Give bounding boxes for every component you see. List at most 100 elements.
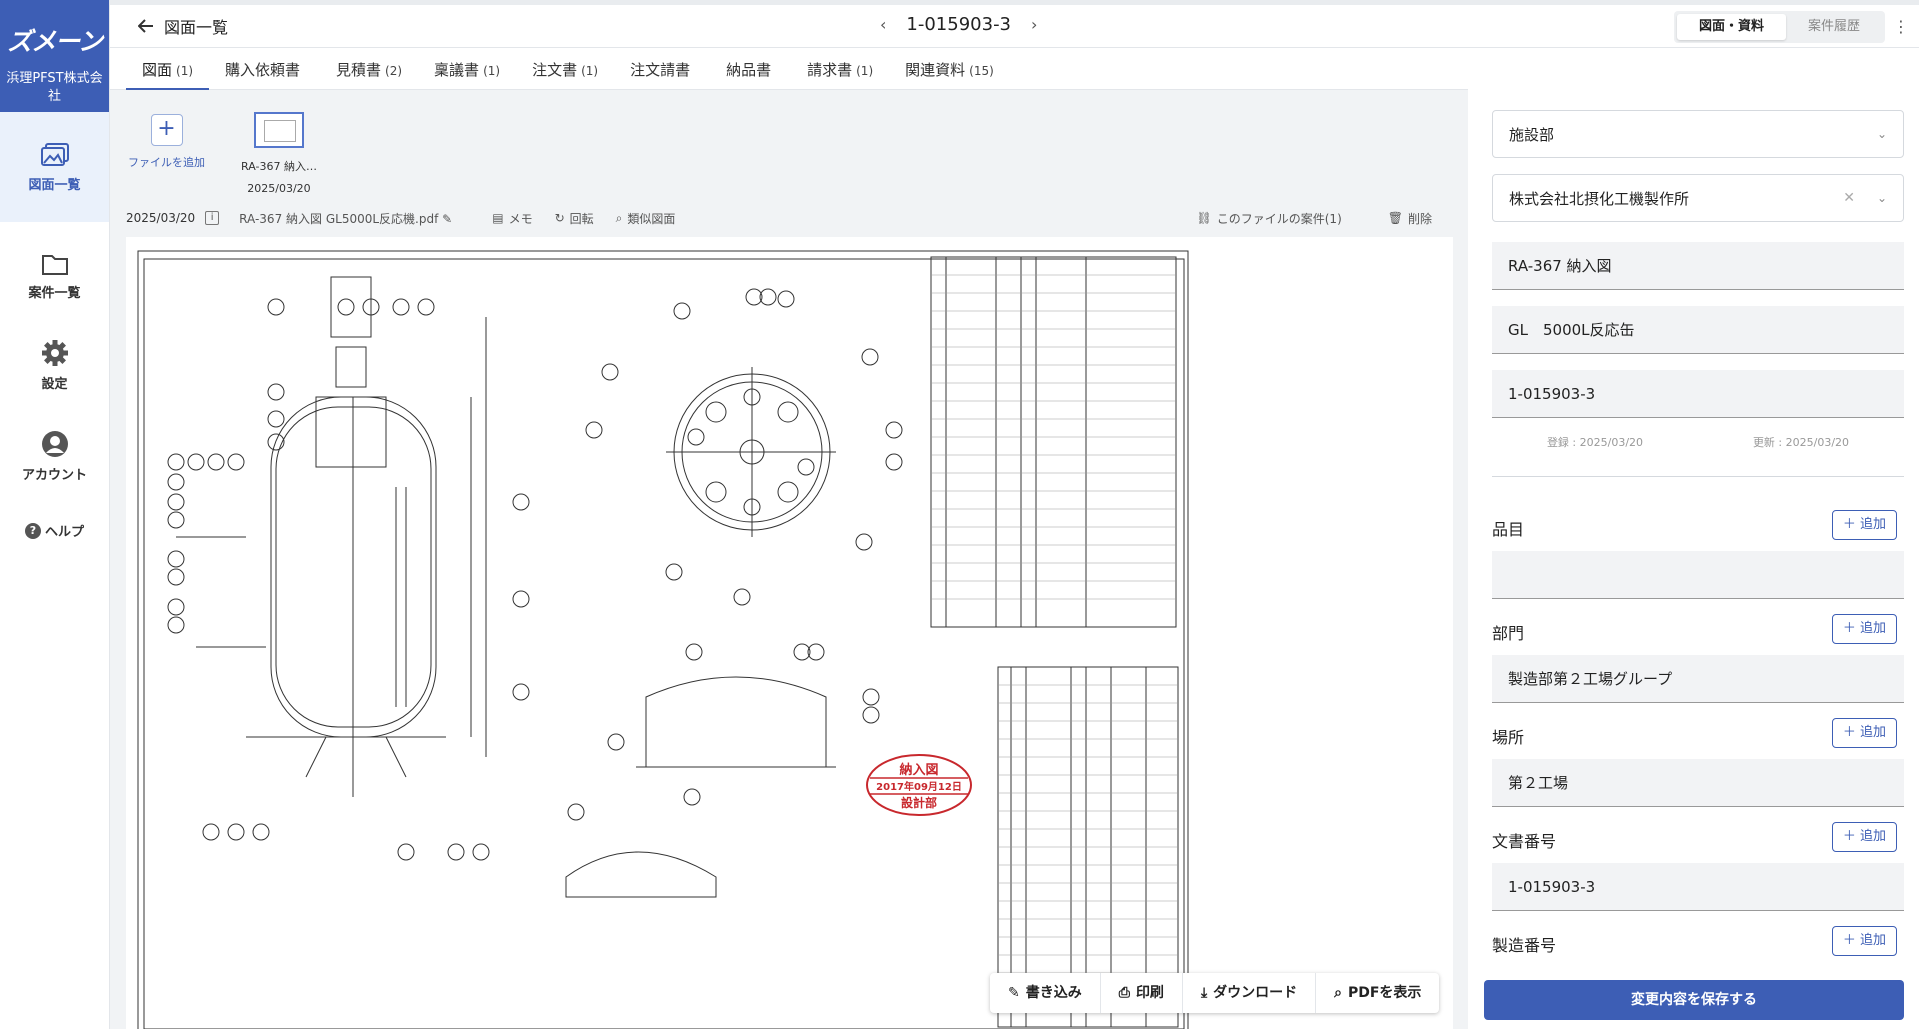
stamp-title: 納入図 [899,762,938,778]
tab-purchase-order[interactable]: 注文書(1) [516,48,614,90]
nav-drawings-label: 図面一覧 [28,178,81,193]
place-field[interactable]: 第２工場 [1492,759,1904,807]
back-button[interactable]: 図面一覧 [138,14,228,38]
divider [1492,476,1904,477]
print-button[interactable]: ⎙印刷 [1101,973,1183,1013]
tab-label: 関連資料 [905,61,966,79]
nav-help[interactable]: ? ヘルプ [0,521,109,540]
delete-button[interactable]: 🗑 削除 [1388,210,1432,227]
segment-drawings-docs[interactable]: 図面・資料 [1676,14,1786,40]
add-dept-button[interactable]: ＋ 追加 [1831,614,1897,644]
sidebar: ズメーン 浜理PFST株式会社 図面一覧 案件一覧 設定 [0,0,110,1029]
nav-drawings[interactable]: 図面一覧 [0,112,109,222]
save-changes-button[interactable]: 変更内容を保存する [1484,980,1904,1020]
file-thumbnails: + ファイルを追加 RA-367 納入… 2025/03/20 [128,112,317,195]
supplier-select[interactable]: 株式会社北摂化工機製作所 ✕ ⌄ [1492,174,1904,222]
thumbnail-name: RA-367 納入… [241,160,317,173]
add-file-button[interactable]: + ファイルを追加 [128,114,205,195]
dept-value: 製造部第２工場グループ [1508,670,1673,688]
registered-date: 登録 : 2025/03/20 [1546,436,1644,449]
search-icon: ⌕ [615,210,623,225]
stamp-dept: 設計部 [901,795,937,810]
tab-quotation[interactable]: 見積書(2) [320,48,418,90]
segment-case-history[interactable]: 案件履歴 [1807,19,1860,34]
rotate-icon: ↻ [554,211,565,225]
tab-count: (2) [385,64,403,78]
facility-select[interactable]: 施設部 ⌄ [1492,110,1904,158]
nav-settings[interactable]: 設定 [0,339,109,392]
annotate-label: 書き込み [1025,985,1082,1001]
product-name-value: GL 5000L反応缶 [1508,321,1635,339]
add-item-button[interactable]: ＋ 追加 [1831,510,1897,540]
clear-icon[interactable]: ✕ [1843,190,1855,206]
doc-title-value: RA-367 納入図 [1508,257,1612,275]
add-place-button[interactable]: ＋ 追加 [1831,718,1897,748]
brand-block[interactable]: ズメーン 浜理PFST株式会社 [0,0,109,112]
tab-invoice[interactable]: 請求書(1) [791,48,889,90]
more-vert-icon[interactable]: ⋮ [1893,17,1909,36]
nav-cases-label: 案件一覧 [28,286,81,301]
plus-icon: ＋ [1842,829,1860,844]
tab-order-acknowledgement[interactable]: 注文請書 [614,48,710,90]
tab-drawing[interactable]: 図面(1) [126,48,210,90]
view-toggle: 図面・資料 案件履歴 [1673,11,1885,43]
docno-label: 文書番号 [1492,832,1557,851]
plus-icon: ＋ [1842,621,1860,636]
item-field[interactable] [1492,551,1904,599]
product-name-field[interactable]: GL 5000L反応缶 [1492,306,1904,354]
add-label: 追加 [1859,725,1886,740]
print-label: 印刷 [1135,985,1164,1001]
plus-icon: + [150,114,183,146]
nav-help-label: ヘルプ [44,525,84,540]
view-pdf-label: PDFを表示 [1347,985,1422,1001]
pencil-icon[interactable]: ✎ [442,211,453,226]
delete-label: 削除 [1407,211,1432,226]
user-icon [41,431,68,457]
rotate-label: 回転 [569,211,594,226]
chevron-right-icon[interactable]: › [1031,15,1038,34]
facility-value: 施設部 [1509,125,1555,144]
supplier-value: 株式会社北摂化工機製作所 [1509,189,1690,208]
dept-field[interactable]: 製造部第２工場グループ [1492,655,1904,703]
tab-label: 注文請書 [630,61,691,79]
doc-title-field[interactable]: RA-367 納入図 [1492,242,1904,290]
delivery-stamp: 納入図 2017年09月12日 設計部 [866,754,972,816]
add-docno-button[interactable]: ＋ 追加 [1831,822,1897,852]
file-name[interactable]: RA-367 納入図 GL5000L反応機.pdf ✎ [239,210,452,227]
pen-icon: ✎ [1008,985,1020,1001]
tab-delivery-note[interactable]: 納品書 [710,48,791,90]
tab-related-docs[interactable]: 関連資料(15) [889,48,1010,90]
file-thumbnail[interactable]: RA-367 納入… 2025/03/20 [241,112,317,195]
drawing-canvas[interactable]: 納入図 2017年09月12日 設計部 [126,237,1453,1029]
trash-icon: 🗑 [1387,211,1403,225]
properties-panel: 施設部 ⌄ 株式会社北摂化工機製作所 ✕ ⌄ RA-367 納入図 GL 500… [1468,48,1919,1029]
docno-field[interactable]: 1-015903-3 [1492,863,1904,911]
tab-count: (1) [176,64,194,78]
nav-account[interactable]: アカウント [0,430,109,483]
add-label: 追加 [1859,933,1886,948]
stamp-date: 2017年09月12日 [876,780,962,793]
tab-count: (15) [969,64,994,78]
chevron-left-icon[interactable]: ‹ [880,15,887,34]
add-mfgno-button[interactable]: ＋ 追加 [1831,926,1897,956]
file-cases-link[interactable]: ⛓このファイルの案件(1) [1197,210,1342,227]
nav-cases[interactable]: 案件一覧 [0,252,109,301]
download-icon: ⤓ [1200,985,1208,1001]
info-icon[interactable]: i [205,211,220,225]
download-button[interactable]: ⤓ ダウンロード [1183,973,1317,1013]
annotate-button[interactable]: ✎ 書き込み [990,973,1101,1013]
gear-icon [41,340,68,366]
similar-drawings-button[interactable]: ⌕類似図面 [616,210,676,227]
view-pdf-button[interactable]: ⌕PDFを表示 [1316,973,1439,1013]
rotate-button[interactable]: ↻ 回転 [555,210,594,227]
download-label: ダウンロード [1213,985,1298,1001]
tab-label: 納品書 [726,61,772,79]
add-label: 追加 [1859,829,1886,844]
memo-button[interactable]: ▤メモ [492,210,532,227]
help-icon: ? [24,522,41,539]
memo-label: メモ [508,211,533,226]
drawing-number-value: 1-015903-3 [1508,384,1596,403]
tab-purchase-request[interactable]: 購入依頼書 [209,48,320,90]
tab-approval[interactable]: 稟議書(1) [418,48,516,90]
drawing-number-field[interactable]: 1-015903-3 [1492,370,1904,418]
